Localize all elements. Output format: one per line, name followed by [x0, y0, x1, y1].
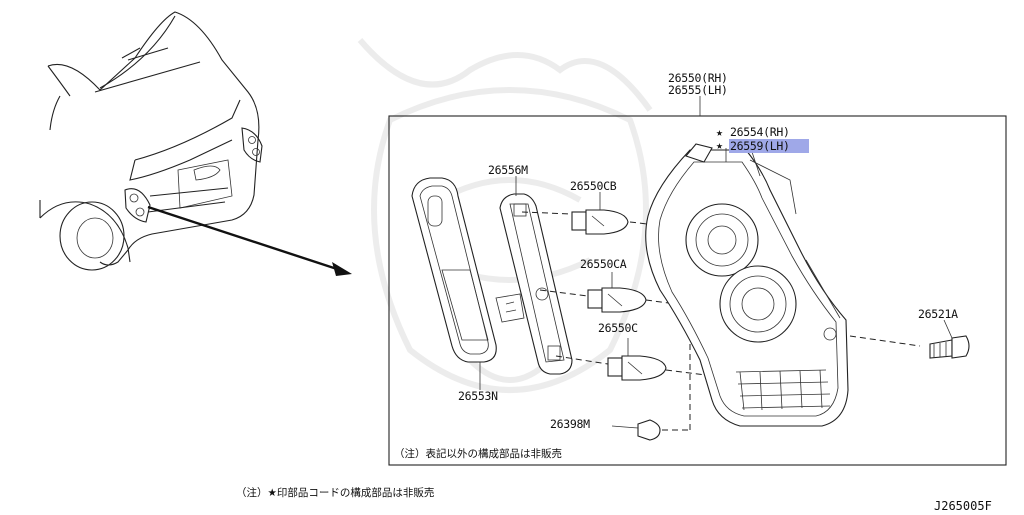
star-mark-1: ★ — [716, 125, 723, 139]
assembly-frame — [388, 115, 1007, 466]
diagram-code: J265005F — [934, 499, 992, 511]
star-label-rh: 26554(RH) — [730, 125, 790, 139]
label-26521A: 26521A — [918, 307, 958, 321]
bulb-26550C — [607, 355, 667, 381]
highlight-box — [729, 139, 809, 153]
label-26550CB: 26550CB — [570, 179, 617, 193]
bulb-26550CA — [587, 287, 647, 313]
star-mark-2: ★ — [716, 138, 723, 152]
label-26556M: 26556M — [488, 163, 528, 177]
bulb-26550CB — [571, 209, 629, 235]
gasket-26553N — [411, 177, 497, 363]
label-26550C: 26550C — [598, 321, 638, 335]
socket-26556M — [495, 193, 573, 375]
label-26550CA: 26550CA — [580, 257, 627, 271]
outer-note: （注）★印部品コードの構成部品は非販売 — [236, 486, 434, 499]
bolt-26521A — [929, 335, 970, 359]
assembly-label-rh: 26550(RH) — [668, 71, 728, 85]
pointer-arrow — [147, 205, 352, 276]
label-26398M: 26398M — [550, 417, 590, 431]
screw-26398M — [611, 419, 661, 441]
vehicle-illustration — [39, 11, 263, 271]
star-label-lh: 26559(LH) — [730, 139, 790, 153]
box-note: （注）表記以外の構成部品は非販売 — [394, 447, 562, 460]
assembly-label-lh: 26555(LH) — [668, 83, 728, 97]
label-26553N: 26553N — [458, 389, 498, 403]
lamp-assembly — [645, 143, 849, 427]
